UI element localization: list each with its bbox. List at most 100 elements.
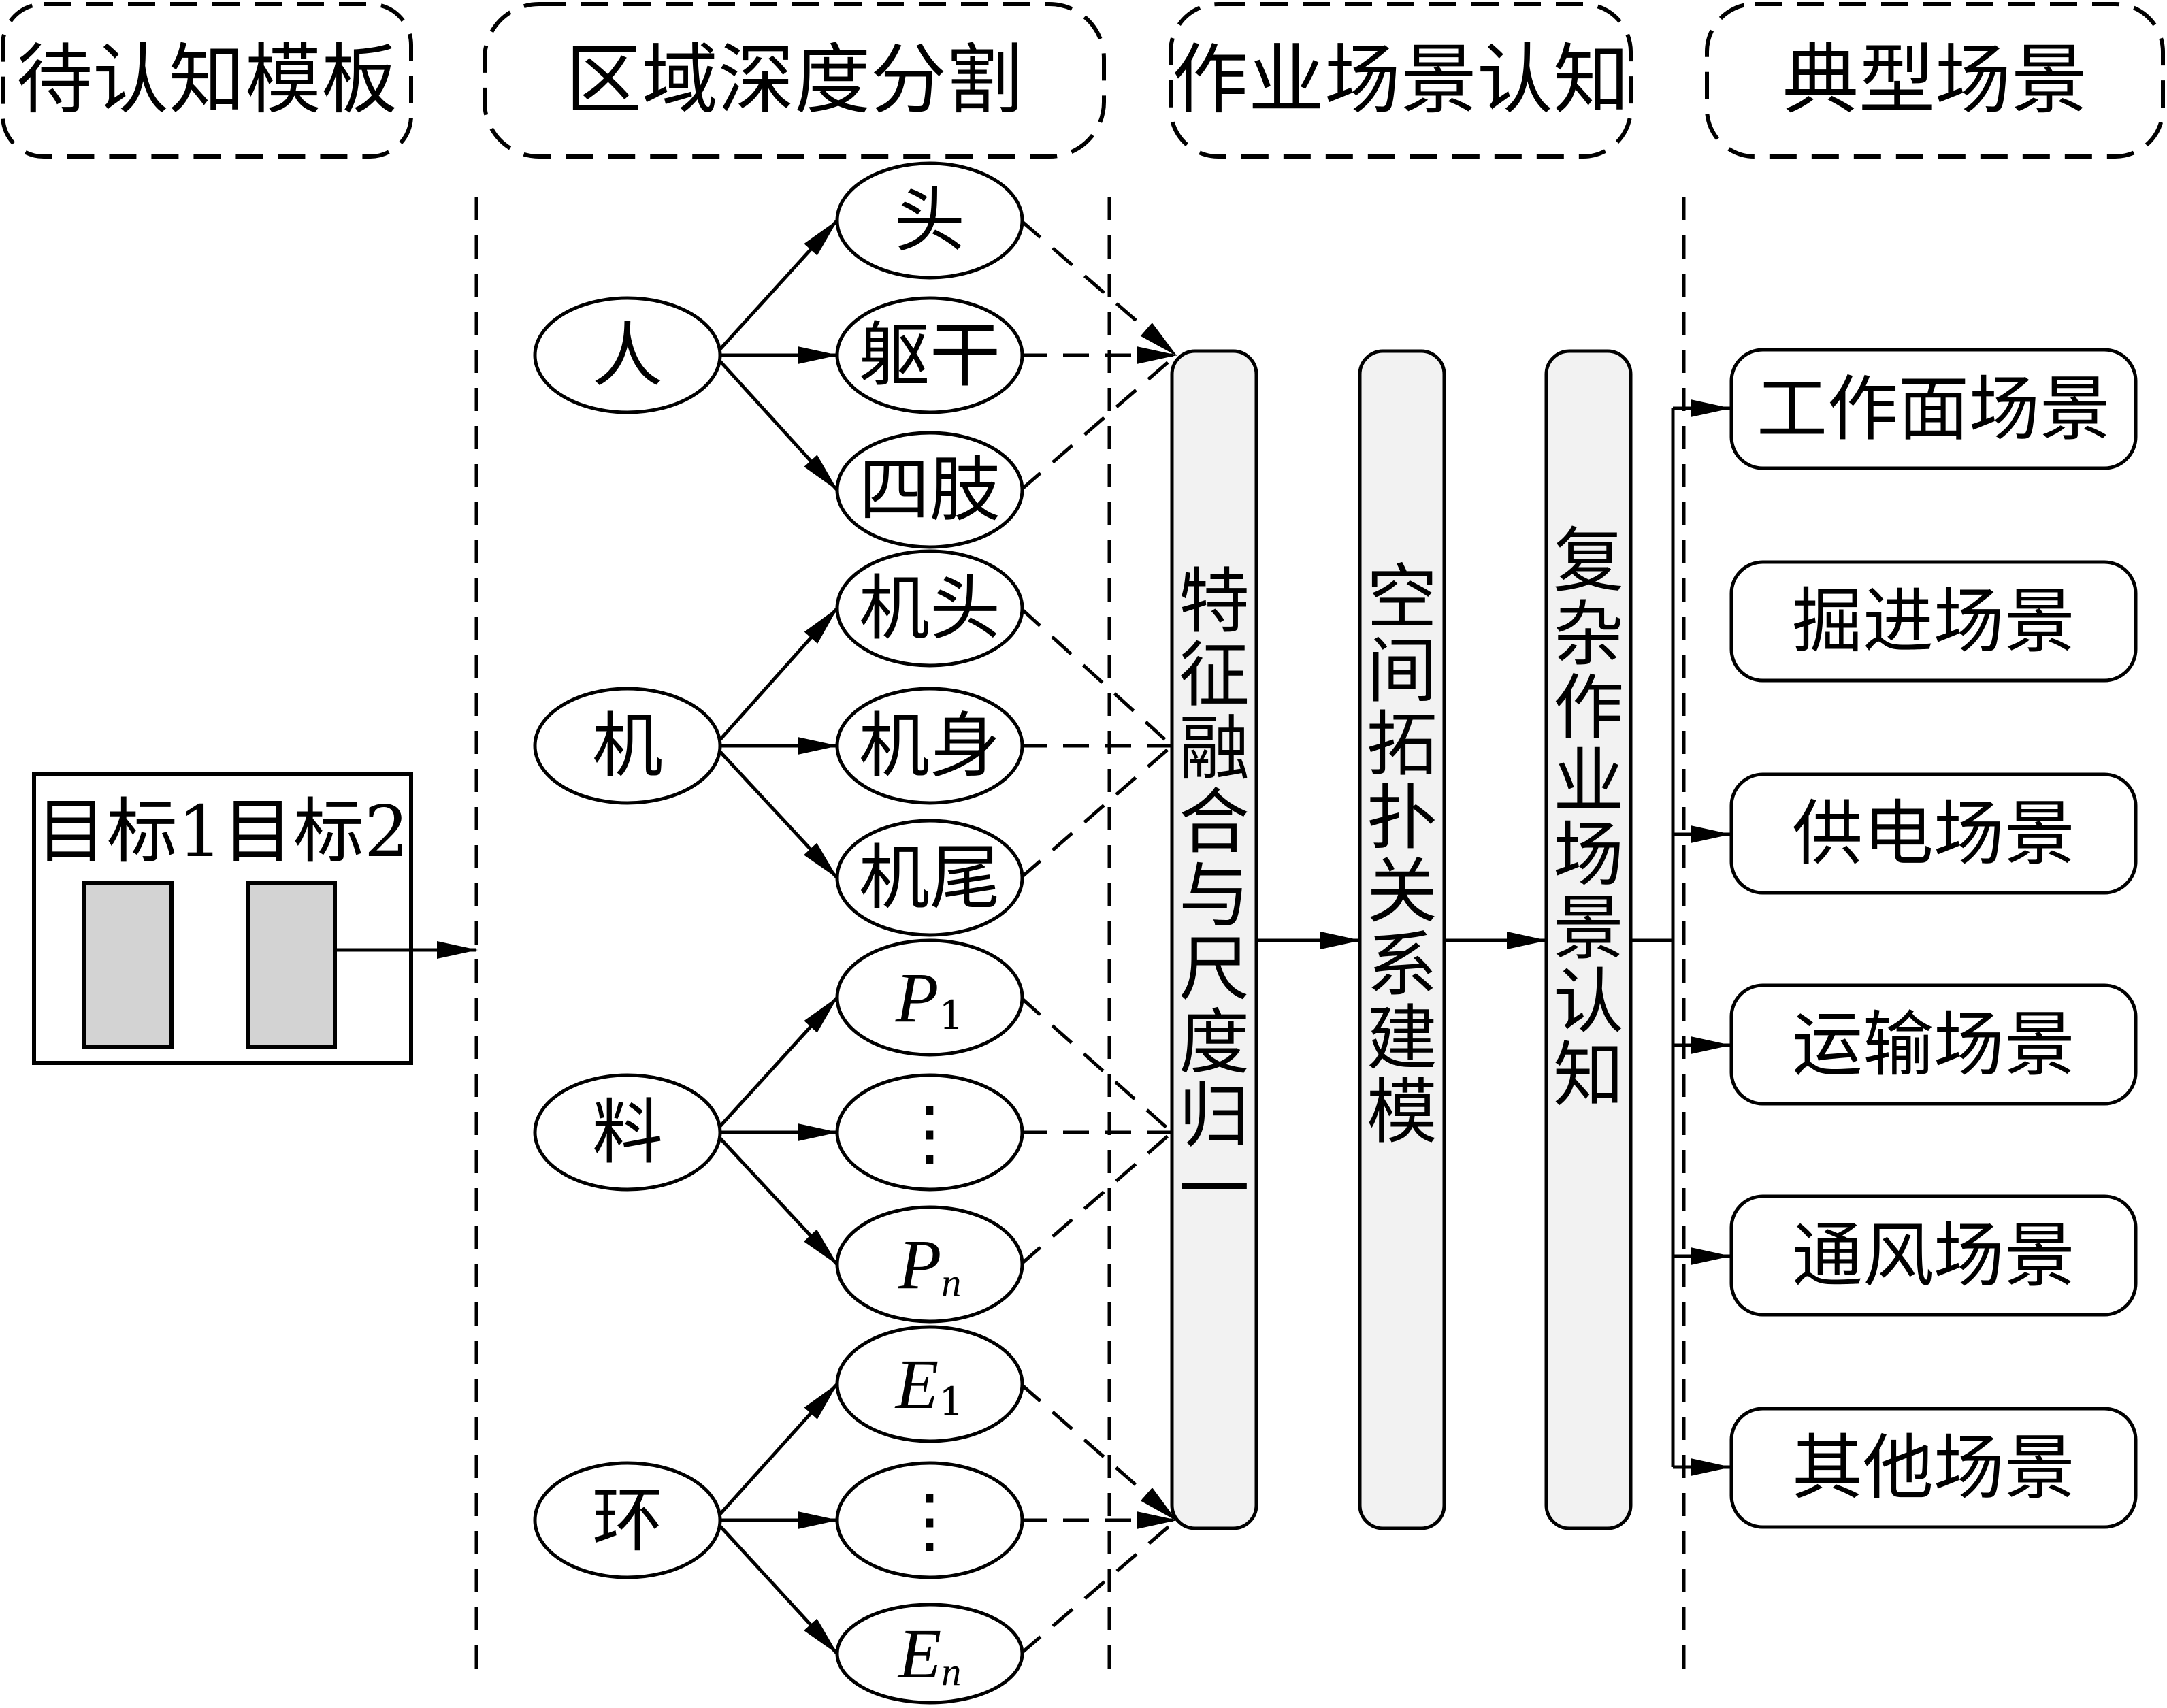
topology-char-6: 建 <box>1367 997 1437 1080</box>
header-typical: 典型场景 <box>1782 36 2087 125</box>
part-material-first <box>835 938 1024 1057</box>
fusion-char-2: 融 <box>1179 707 1250 790</box>
link-env-first <box>1020 1383 1177 1522</box>
scene-boxes: 工作面场景 掘进场景 供电场景 运输场景 通风场景 其他场景 <box>1729 348 2138 1529</box>
header-template: 待认知模板 <box>16 36 397 125</box>
recognition-char-0: 复 <box>1553 519 1624 602</box>
part-env-last-label: En <box>897 1615 962 1694</box>
edge-env-first <box>713 1383 838 1522</box>
env-first-letter: E <box>894 1345 939 1424</box>
edge-env-last <box>713 1519 838 1655</box>
fusion-char-3: 合 <box>1179 781 1250 864</box>
recognition-char-2: 作 <box>1553 666 1624 749</box>
header-cognition: 作业场景认知 <box>1172 36 1629 125</box>
tree-edges <box>713 219 838 1655</box>
category-machine-label: 机 <box>592 704 663 787</box>
part-nodes: 头 躯干 四肢 机头 机身 机尾 P1 ⋮ Pn E1 ⋮ En <box>835 161 1024 1705</box>
part-material-first-label: P1 <box>895 959 964 1039</box>
recognition-char-7: 知 <box>1553 1034 1624 1117</box>
env-last-letter: E <box>897 1615 942 1693</box>
category-environment-label: 环 <box>592 1479 663 1562</box>
column-headers: 待认知模板 区域深度分割 作业场景认知 典型场景 <box>1 2 2165 159</box>
fusion-links <box>1020 219 1177 1655</box>
fusion-char-0: 特 <box>1179 560 1250 643</box>
part-material-last-label: Pn <box>898 1226 962 1304</box>
category-material-label: 料 <box>592 1091 663 1174</box>
recognition-char-4: 场 <box>1553 813 1624 896</box>
process-columns: 特征融合与尺度归一 空间拓扑关系建模 复杂作业场景认知 <box>1170 349 1633 1530</box>
part-material-dots <box>835 1073 1024 1192</box>
topology-char-1: 间 <box>1367 629 1437 712</box>
process-fusion-label: 特征融合与尺度归一 <box>1179 560 1250 1231</box>
category-person <box>533 296 722 414</box>
fusion-char-6: 度 <box>1179 1001 1250 1084</box>
header-template-frame <box>1 2 413 159</box>
link-material-first <box>1020 996 1173 1134</box>
edge-person-head <box>713 219 838 357</box>
template-box: 目标1 目标2 <box>32 772 478 1065</box>
target-1-label: 目标1 <box>36 790 223 873</box>
link-head <box>1020 219 1177 357</box>
part-limbs-label: 四肢 <box>859 448 1000 531</box>
scene-other <box>1729 1407 2138 1529</box>
target-2-block <box>246 881 337 1049</box>
target-1-block <box>82 881 174 1049</box>
edge-material-last <box>713 1131 838 1266</box>
process-recognition-label: 复杂作业场景认知 <box>1553 519 1624 1117</box>
scene-other-label: 其他场景 <box>1792 1426 2075 1509</box>
scene-ventilation-label: 通风场景 <box>1792 1214 2075 1297</box>
part-material-dots-label: ⋮ <box>894 1091 965 1174</box>
header-segmentation: 区域深度分割 <box>566 36 1023 125</box>
part-machine-tail <box>835 819 1024 937</box>
header-typical-frame <box>1705 2 2165 159</box>
scene-transport-label: 运输场景 <box>1792 1003 2075 1086</box>
fusion-char-4: 与 <box>1179 854 1250 937</box>
part-machine-body <box>835 687 1024 805</box>
part-torso-label: 躯干 <box>859 314 1000 397</box>
topology-char-5: 系 <box>1367 923 1437 1006</box>
category-environment <box>533 1461 722 1579</box>
material-first-letter: P <box>895 959 939 1037</box>
link-machine-head <box>1020 607 1173 747</box>
category-nodes: 人 机 料 环 <box>533 296 722 1579</box>
scene-ventilation <box>1729 1194 2138 1317</box>
part-env-dots-label: ⋮ <box>894 1479 965 1562</box>
recognition-char-5: 景 <box>1553 887 1624 970</box>
scene-fanout <box>1631 399 1731 1476</box>
fusion-char-8: 一 <box>1179 1148 1250 1231</box>
part-head-label: 头 <box>894 179 965 262</box>
material-last-letter: P <box>898 1226 942 1304</box>
env-first-sub: 1 <box>939 1379 964 1425</box>
target-2-label: 目标2 <box>223 790 409 873</box>
env-last-sub: n <box>941 1649 961 1694</box>
header-segmentation-frame <box>483 2 1106 159</box>
scene-tunneling <box>1729 560 2138 683</box>
fusion-char-1: 征 <box>1179 634 1250 717</box>
part-machine-tail-label: 机尾 <box>859 836 1000 919</box>
part-env-dots <box>835 1461 1024 1579</box>
link-material-last <box>1020 1131 1173 1266</box>
material-last-sub: n <box>941 1260 961 1304</box>
edge-person-limbs <box>713 354 838 491</box>
edge-machine-head <box>713 607 838 747</box>
link-env-last <box>1020 1519 1177 1655</box>
scene-power-label: 供电场景 <box>1792 792 2075 875</box>
process-topology-label: 空间拓扑关系建模 <box>1367 556 1437 1153</box>
link-machine-tail <box>1020 744 1173 879</box>
header-cognition-frame <box>1169 2 1633 159</box>
fusion-char-7: 归 <box>1179 1074 1250 1157</box>
recognition-char-3: 业 <box>1553 740 1624 823</box>
material-first-sub: 1 <box>939 992 964 1038</box>
topology-char-0: 空 <box>1367 556 1437 639</box>
part-head <box>835 161 1024 280</box>
part-torso <box>835 296 1024 414</box>
scene-tunneling-label: 掘进场景 <box>1792 580 2075 663</box>
part-limbs <box>835 431 1024 549</box>
recognition-char-6: 认 <box>1553 960 1624 1043</box>
part-env-first-label: E1 <box>894 1345 964 1426</box>
part-machine-head <box>835 549 1024 668</box>
fusion-char-5: 尺 <box>1179 927 1250 1011</box>
part-env-last <box>835 1603 1024 1705</box>
topology-char-4: 关 <box>1367 850 1437 933</box>
